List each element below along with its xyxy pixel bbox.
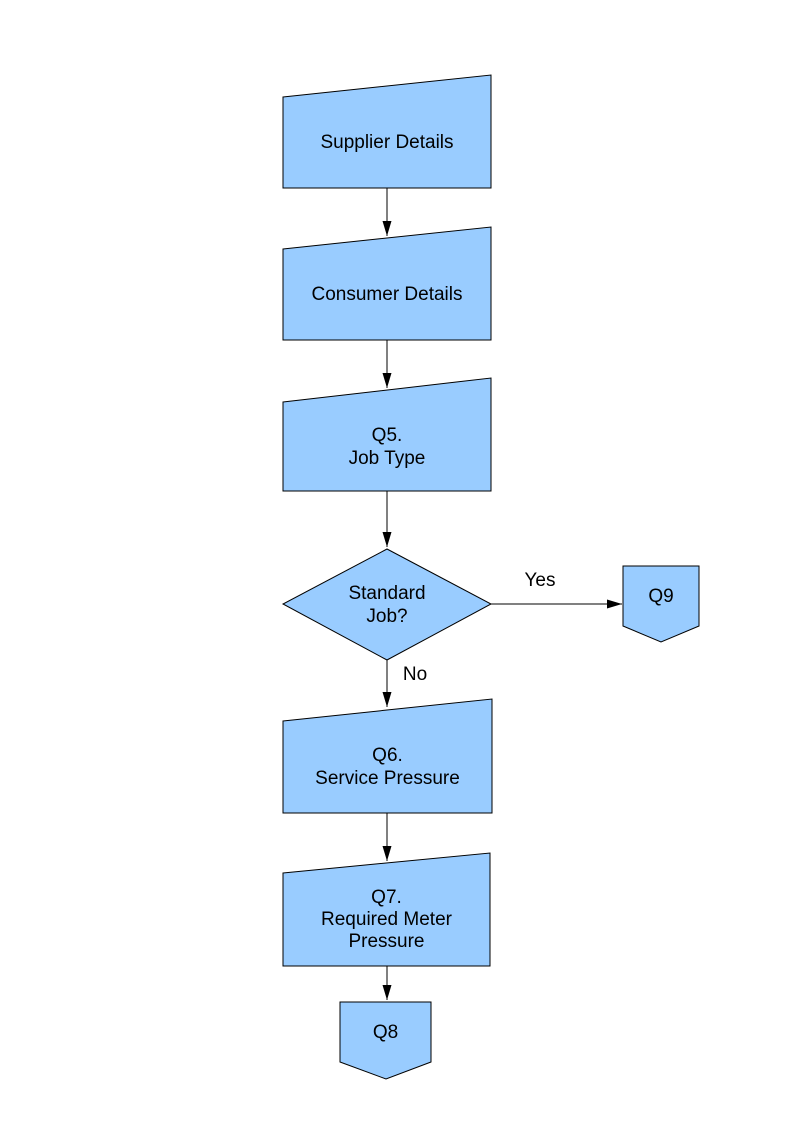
edge-label-yes: Yes bbox=[524, 570, 556, 591]
manual-input-shape bbox=[282, 698, 493, 814]
manual-input-shape bbox=[282, 74, 492, 189]
node-q6-service-pressure-label: Q6. Service Pressure bbox=[315, 745, 460, 789]
node-q6-service-pressure: Q6. Service Pressure bbox=[282, 698, 493, 814]
manual-input-shape bbox=[282, 226, 492, 341]
node-q5-job-type: Q5. Job Type bbox=[282, 377, 492, 492]
node-q8-connector: Q8 bbox=[339, 1001, 432, 1080]
node-q9-connector: Q9 bbox=[622, 565, 700, 643]
node-consumer-details: Consumer Details bbox=[282, 226, 492, 341]
node-q8-label: Q8 bbox=[372, 1021, 399, 1043]
off-page-connector-shape bbox=[339, 1001, 432, 1080]
manual-input-shape bbox=[282, 852, 491, 967]
node-q7-required-meter-pressure-label: Q7. Required Meter Pressure bbox=[321, 886, 452, 952]
node-standard-job-decision: Standard Job? bbox=[281, 548, 493, 661]
edge-label-no: No bbox=[402, 664, 428, 685]
node-supplier-details: Supplier Details bbox=[282, 74, 492, 189]
off-page-connector-shape bbox=[622, 565, 700, 643]
node-standard-job-label: Standard Job? bbox=[348, 582, 426, 627]
decision-diamond-shape bbox=[281, 548, 493, 661]
manual-input-shape bbox=[282, 377, 492, 492]
node-consumer-details-label: Consumer Details bbox=[311, 284, 463, 305]
node-q7-required-meter-pressure: Q7. Required Meter Pressure bbox=[282, 852, 491, 967]
node-q5-job-type-label: Q5. Job Type bbox=[348, 424, 426, 469]
node-q9-label: Q9 bbox=[648, 585, 674, 607]
node-supplier-details-label: Supplier Details bbox=[320, 132, 454, 153]
